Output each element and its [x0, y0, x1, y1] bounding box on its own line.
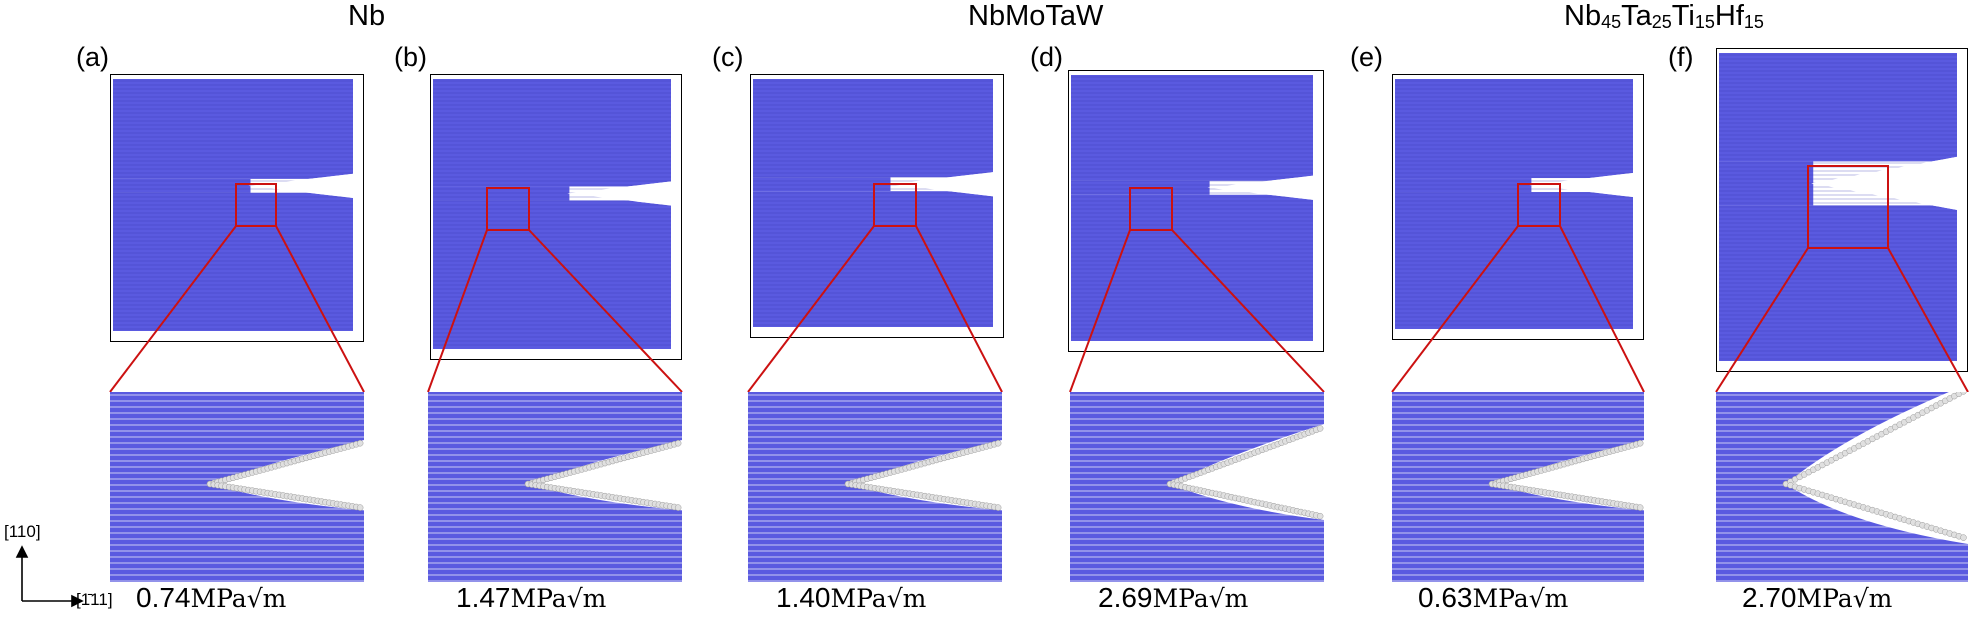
zoom-box-b: [486, 187, 530, 231]
panel-label-a: (a): [76, 42, 109, 72]
panel-label-f: (f): [1668, 42, 1694, 72]
stress-intensity-c: 1.40MPa√m: [776, 582, 927, 613]
lattice-overview-f: [1719, 49, 1965, 369]
stress-intensity-f: 2.70MPa√m: [1742, 582, 1893, 613]
group-title-nb: Nb: [348, 0, 386, 32]
lattice-overview-e: [1395, 75, 1641, 337]
group-title-nbmotaw: NbMoTaW: [968, 0, 1104, 32]
zoom-view-d: [1070, 392, 1324, 582]
lattice-overview-d: [1071, 71, 1321, 349]
axis-label-110: [110]: [4, 522, 41, 541]
orientation-axes-icon: [15, 545, 84, 608]
zoom-view-e: [1392, 392, 1644, 582]
zoom-box-a: [235, 183, 277, 227]
overview-frame-e: [1392, 74, 1644, 340]
lattice-overview-c: [753, 75, 1001, 335]
stress-intensity-b: 1.47MPa√m: [456, 582, 607, 613]
panel-label-e: (e): [1350, 42, 1383, 72]
zoom-view-c: [748, 392, 1002, 582]
zoom-view-b: [428, 392, 682, 582]
group-title-nbtatihf: Nb45Ta25Ti15Hf15: [1564, 0, 1764, 32]
stress-intensity-d: 2.69MPa√m: [1098, 582, 1249, 613]
zoom-box-d: [1129, 187, 1173, 231]
lattice-overview-b: [433, 75, 679, 357]
panel-label-c: (c): [712, 42, 744, 72]
overview-frame-b: [430, 74, 682, 360]
lattice-overview-a: [113, 75, 361, 339]
stress-intensity-a: 0.74MPa√m: [136, 582, 287, 613]
overview-frame-d: [1068, 70, 1324, 352]
panel-label-d: (d): [1030, 42, 1063, 72]
overview-frame-c: [750, 74, 1004, 338]
zoom-box-f: [1807, 165, 1889, 249]
panel-label-b: (b): [394, 42, 427, 72]
zoom-connectors: [109, 165, 1969, 393]
zoom-box-e: [1517, 183, 1561, 227]
axis-label-111: [1̄11]: [76, 590, 113, 609]
zoom-box-c: [873, 183, 917, 227]
stress-intensity-e: 0.63MPa√m: [1418, 582, 1569, 613]
zoom-view-a: [110, 392, 364, 582]
zoom-view-f: [1716, 392, 1968, 582]
